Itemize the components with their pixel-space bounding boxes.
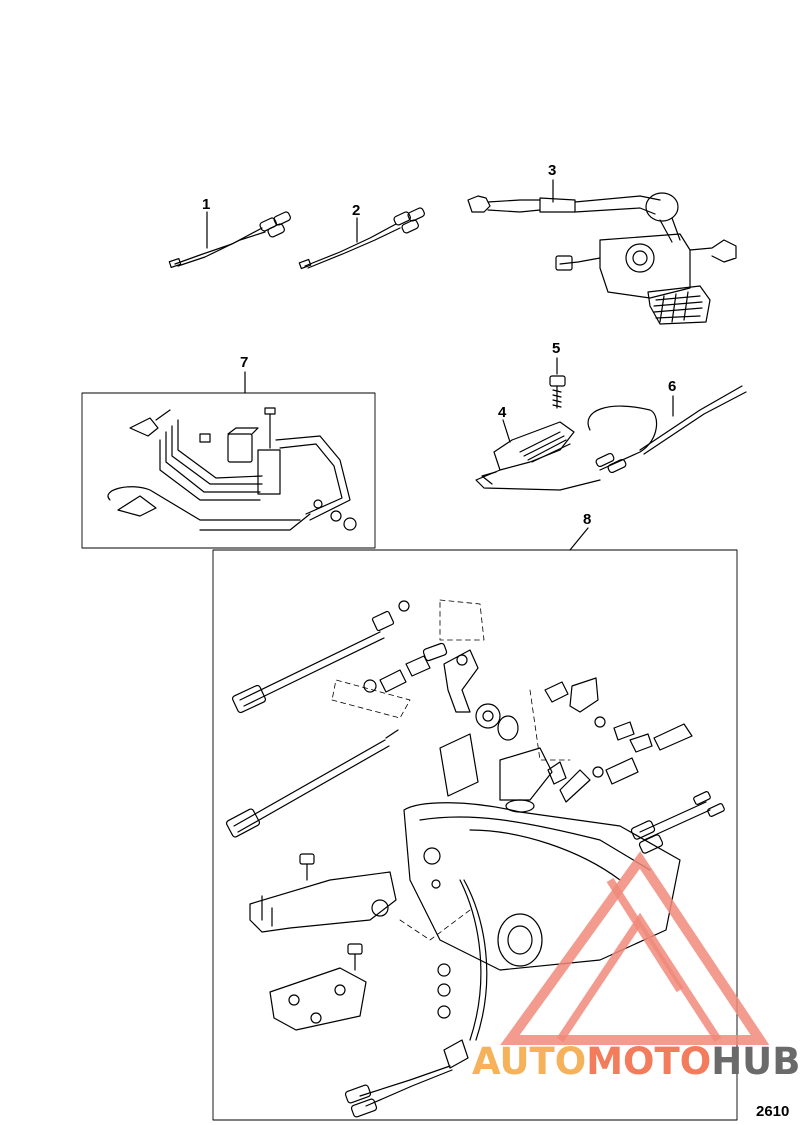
part-1-wire-lead — [168, 211, 291, 268]
callout-4: 4 — [498, 404, 507, 421]
part-6-wire-lead — [587, 385, 747, 474]
watermark-part-hub: HUB — [711, 1040, 800, 1083]
watermark-part-moto: MOTO — [586, 1040, 712, 1083]
watermark-logo-icon — [500, 851, 770, 1045]
callout-1: 1 — [202, 196, 211, 213]
part-5-screw — [549, 357, 566, 409]
watermark-text: AUTOMOTOHUB — [472, 1040, 800, 1083]
callout-7: 7 — [240, 354, 249, 371]
callout-2: 2 — [352, 202, 361, 219]
callout-8: 8 — [583, 511, 592, 528]
watermark-part-auto: AUTO — [472, 1040, 587, 1083]
callout-3: 3 — [548, 162, 557, 179]
part-2-wire-lead — [298, 207, 425, 270]
part-8-bracket-kit — [212, 527, 738, 1121]
part-3-switch-assembly — [467, 179, 737, 325]
callout-5: 5 — [552, 340, 561, 357]
part-4-coil — [475, 419, 601, 491]
figure-number: 2610 — [756, 1103, 790, 1120]
callout-6: 6 — [668, 378, 677, 395]
part-7-harness-kit — [81, 371, 376, 549]
